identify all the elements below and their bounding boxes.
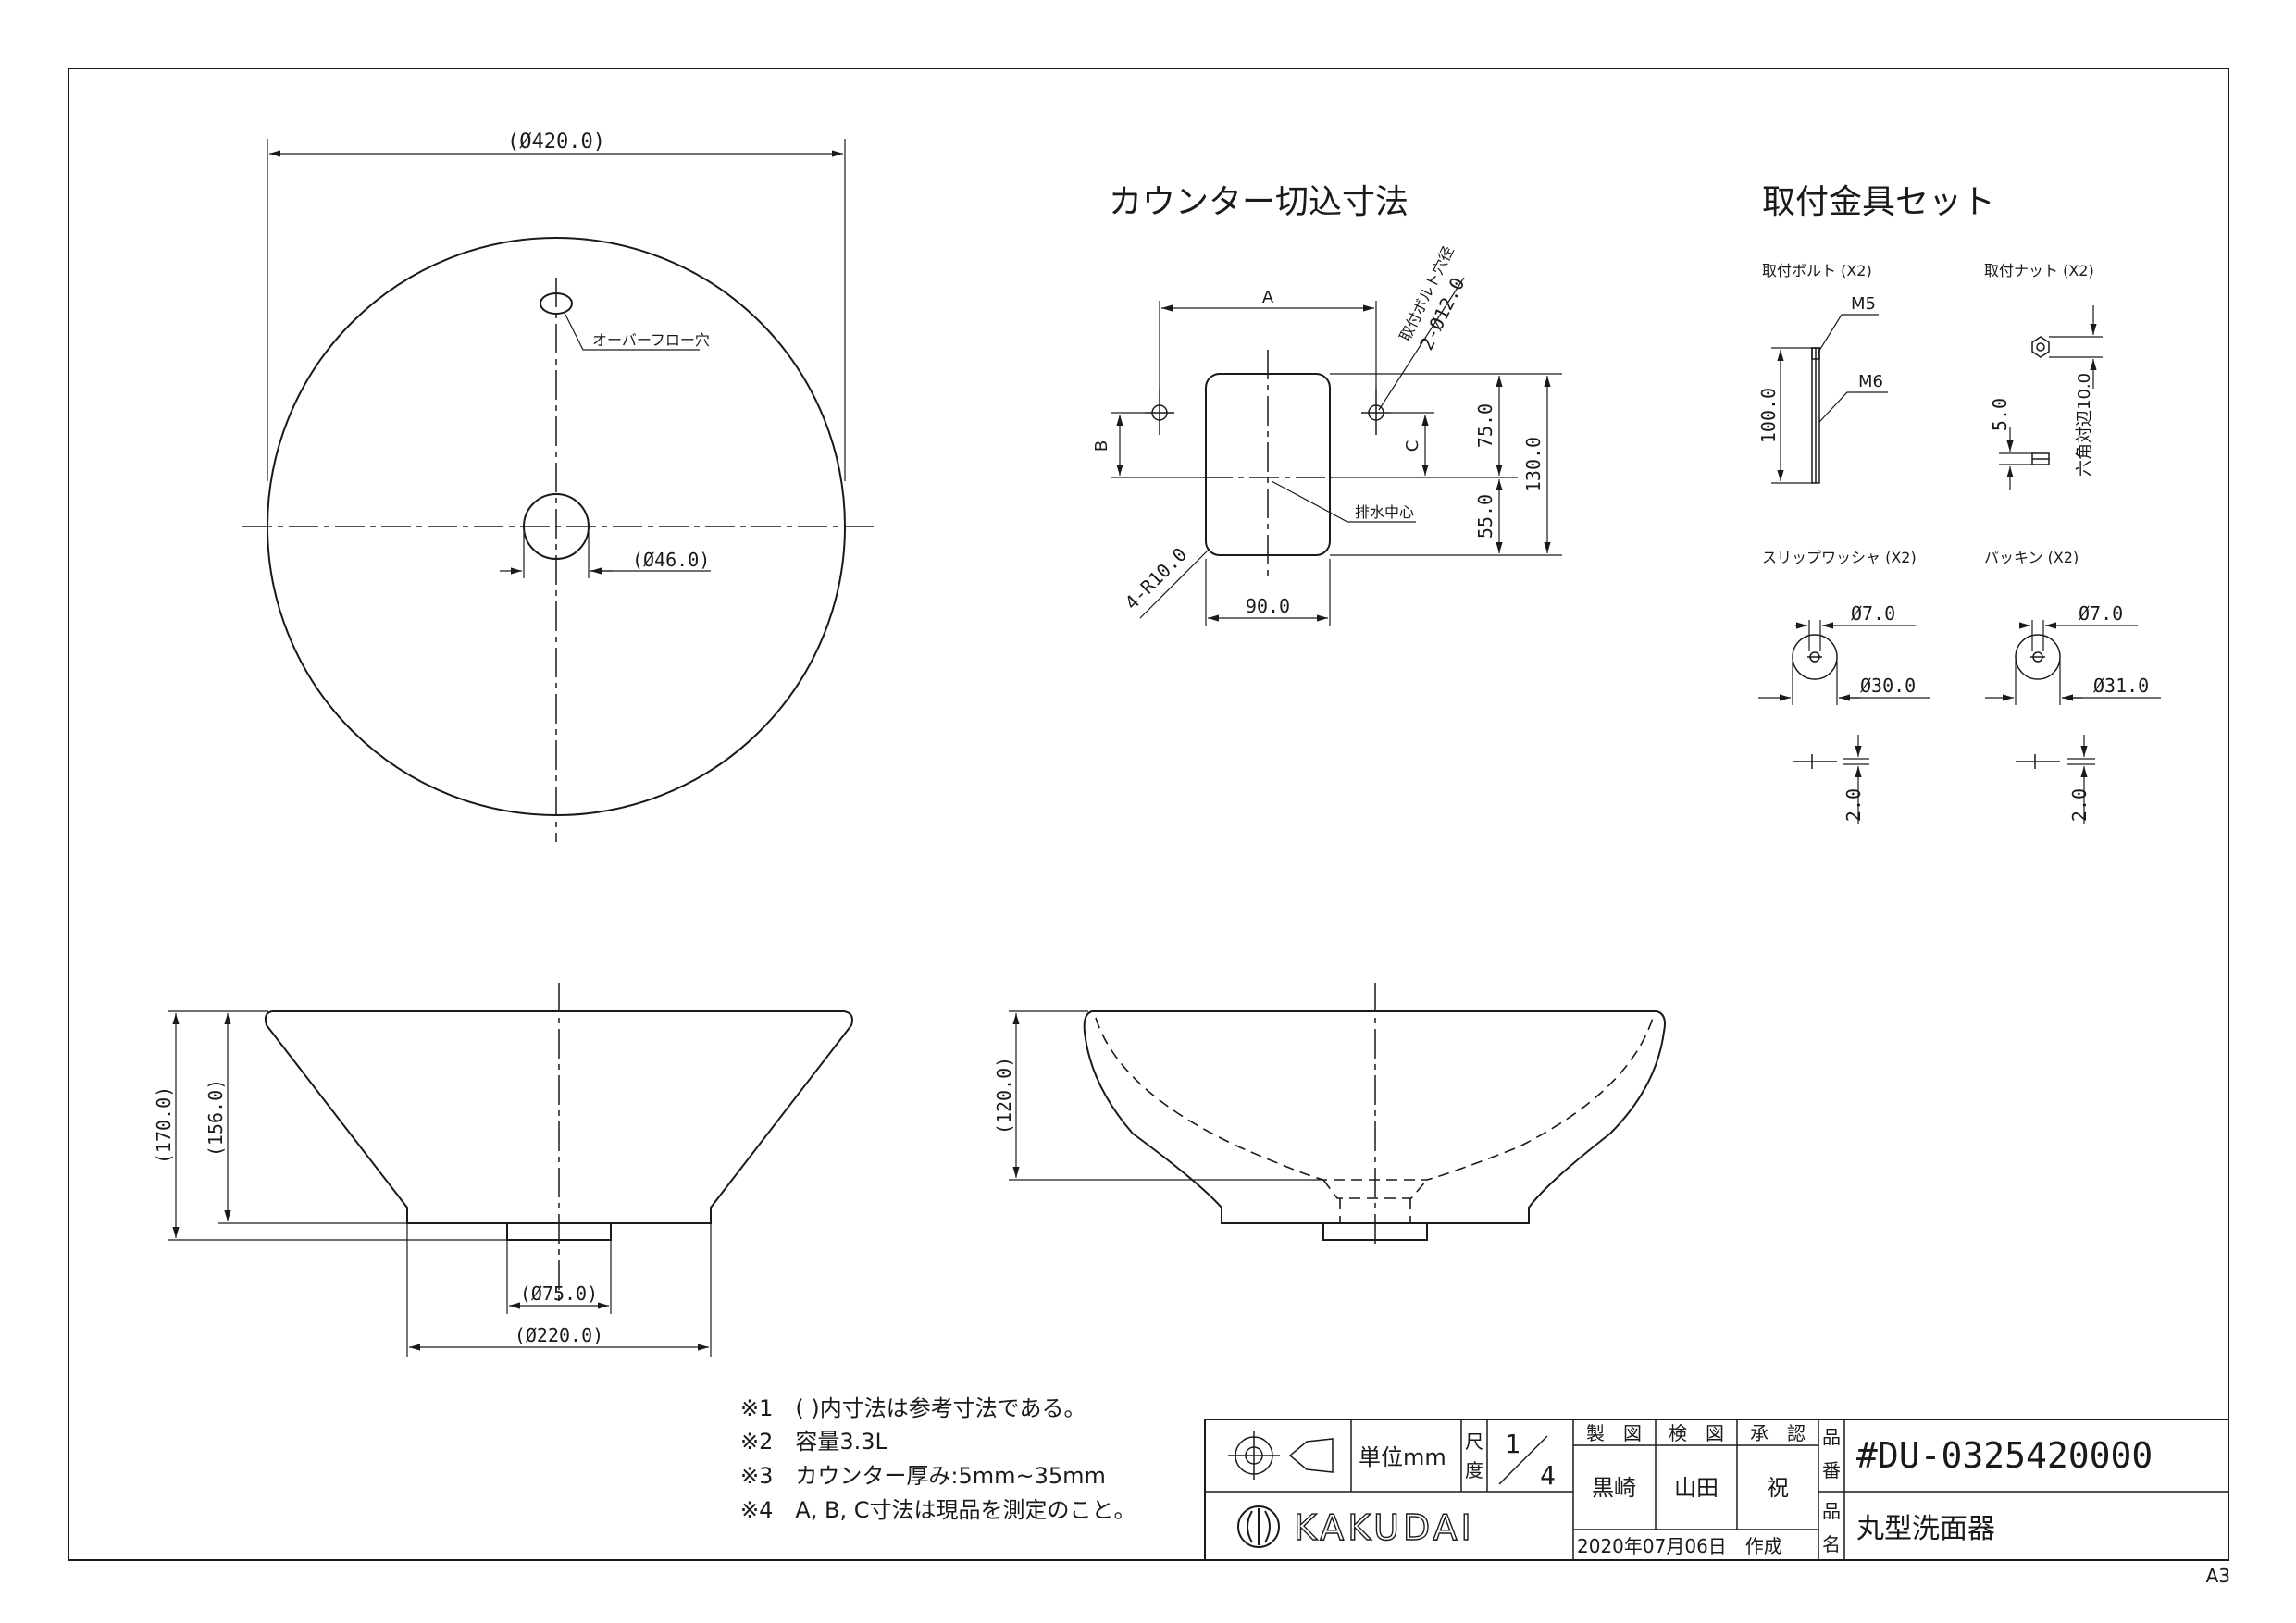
note-2: ※2 容量3.3L [740, 1429, 888, 1455]
dim-a-label: A [1262, 288, 1274, 307]
bolt-length-label: 100.0 [1757, 388, 1780, 443]
depth-120-label: (120.0) [993, 1057, 1015, 1134]
approve-by: 祝 [1767, 1475, 1789, 1501]
sheet-size-label: A3 [2206, 1565, 2230, 1587]
packing-label: パッキン (X2) [1984, 549, 2079, 566]
radius-label: 4-R10.0 [1121, 543, 1192, 614]
made-label: 製 図 [1586, 1422, 1642, 1444]
note-4: ※4 A, B, C寸法は現品を測定のこと。 [740, 1497, 1136, 1523]
washer-outer-label: Ø30.0 [1860, 675, 1916, 697]
front-view: (170.0) (156.0) (Ø75.0) (Ø220.0) [153, 983, 853, 1357]
made-by: 黒崎 [1592, 1475, 1636, 1501]
sheet-border [68, 68, 2229, 1561]
cutout-title: カウンター切込寸法 [1109, 183, 1409, 221]
height-170-label: (170.0) [153, 1086, 175, 1164]
note-3: ※3 カウンター厚み:5mm~35mm [740, 1463, 1106, 1489]
washer-outer [1792, 634, 1838, 680]
check-label: 検 図 [1669, 1422, 1724, 1444]
part-no-label-1: 品 [1822, 1426, 1841, 1448]
dia-46-label: (Ø46.0) [632, 549, 710, 571]
created-date: 2020年07月06日 作成 [1577, 1535, 1782, 1557]
nut-hex-label: 六角対辺10.0 [2075, 373, 2094, 477]
projection-symbol-icon [1228, 1431, 1334, 1480]
height-156-label: (156.0) [205, 1079, 227, 1157]
check-by: 山田 [1674, 1475, 1719, 1501]
approve-label: 承 認 [1750, 1422, 1806, 1444]
section-inner-surface [1095, 1017, 1654, 1181]
nut-label: 取付ナット (X2) [1984, 262, 2094, 279]
name-label-2: 名 [1822, 1533, 1841, 1555]
notes: ※1 ( )内寸法は参考寸法である。 ※2 容量3.3L ※3 カウンター厚み:… [740, 1395, 1136, 1523]
fittings-set: 取付金具セット 取付ボルト (X2) M5 M6 100.0 取付ナット (X2… [1757, 183, 2161, 824]
cutout-view: カウンター切込寸法 A B C 取付ボルト穴径 2-Ø12.0 [1092, 183, 1562, 626]
dia-420-label: (Ø420.0) [507, 130, 605, 154]
nut-hex [2031, 336, 2050, 358]
washer-thickness-label: 2.0 [1843, 788, 1865, 822]
packing-outer-label: Ø31.0 [2093, 675, 2149, 697]
dia-75-label: (Ø75.0) [520, 1282, 598, 1305]
part-number: #DU-0325420000 [1856, 1435, 2153, 1476]
overflow-label: オーバーフロー穴 [592, 331, 710, 349]
section-view: (120.0) [993, 983, 1666, 1249]
unit-label: 単位mm [1359, 1444, 1446, 1470]
dim-90-label: 90.0 [1246, 595, 1290, 617]
name-label-1: 品 [1822, 1500, 1841, 1522]
bolt-m6-label: M6 [1858, 372, 1883, 391]
bolt-m5-label: M5 [1851, 294, 1876, 314]
fittings-title: 取付金具セット [1762, 183, 1995, 221]
dim-75-label: 75.0 [1474, 403, 1496, 448]
title-block: 単位mm 尺 度 1 4 製 図 検 図 承 認 黒崎 山田 祝 KAKUDAI… [1204, 1419, 2229, 1561]
top-view: (Ø420.0) オーバーフロー穴 (Ø46.0) [242, 130, 875, 842]
nut-thickness-label: 5.0 [1989, 398, 2011, 431]
dia-220-label: (Ø220.0) [515, 1324, 603, 1346]
brand-name: KAKUDAI [1294, 1507, 1475, 1548]
part-no-label-2: 番 [1822, 1459, 1841, 1481]
dim-c-label: C [1403, 440, 1422, 452]
packing-thickness-label: 2.0 [2068, 788, 2091, 822]
packing-outer [2015, 634, 2061, 680]
bolt-label: 取付ボルト (X2) [1762, 262, 1872, 279]
drain-hole [523, 493, 590, 560]
dim-b-label: B [1092, 440, 1111, 452]
washer-label: スリップワッシャ (X2) [1762, 549, 1917, 566]
note-1: ※1 ( )内寸法は参考寸法である。 [740, 1395, 1086, 1421]
scale-label-2: 度 [1465, 1459, 1483, 1481]
scale-numerator: 1 [1505, 1429, 1520, 1459]
overflow-hole [540, 292, 573, 315]
kakudai-logo-icon [1237, 1505, 1280, 1548]
washer-inner-label: Ø7.0 [1851, 602, 1895, 625]
dim-130-label: 130.0 [1522, 437, 1545, 492]
dim-55-label: 55.0 [1474, 494, 1496, 539]
product-name: 丸型洗面器 [1856, 1513, 1995, 1545]
drain-center-label: 排水中心 [1355, 503, 1414, 521]
packing-inner-label: Ø7.0 [2079, 602, 2123, 625]
scale-label-1: 尺 [1465, 1431, 1483, 1453]
scale-denominator: 4 [1540, 1460, 1556, 1491]
